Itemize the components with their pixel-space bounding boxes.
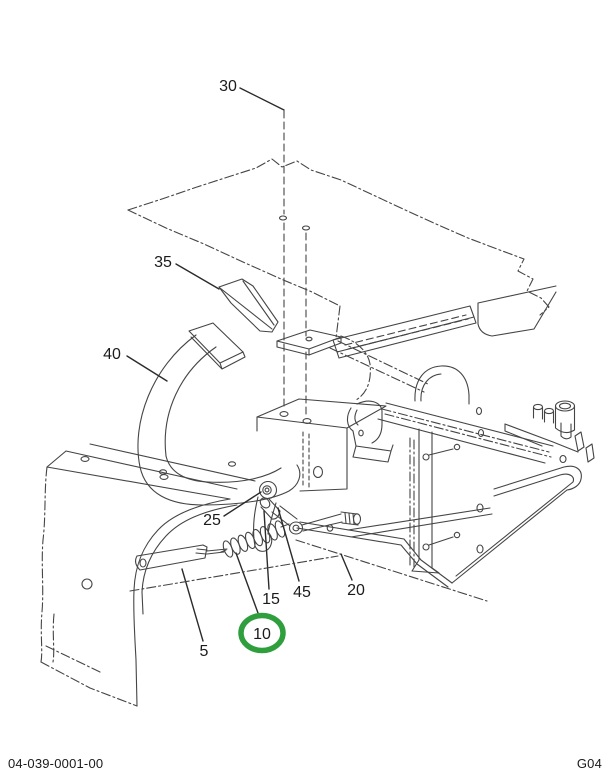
- highlight-ring: [238, 612, 286, 654]
- wedge-part-35: [175, 263, 279, 333]
- support-bracket: [256, 398, 387, 492]
- pedestal-studs: [504, 400, 595, 463]
- floor-panel: [127, 158, 557, 359]
- pin-clevis-rod: [223, 491, 362, 590]
- page-code: G04: [576, 756, 602, 771]
- j-clip-bracket: [346, 400, 394, 463]
- figure-number: 04-039-0001-00: [8, 756, 104, 771]
- callout-labels: 30 35 40 25 15 45 20 5 10: [103, 78, 365, 660]
- callout-35: 35: [154, 254, 172, 271]
- rod-20-centerlines: [129, 539, 488, 602]
- right-panel: [296, 406, 582, 588]
- callout-20: 20: [347, 582, 365, 599]
- callout-10: 10: [253, 626, 271, 643]
- callout-25: 25: [203, 512, 221, 529]
- callout-15: 15: [262, 591, 280, 608]
- frame-rail: [377, 365, 554, 464]
- pedal-part-40: [126, 322, 301, 552]
- cowl-panel: [40, 443, 256, 707]
- callout-40: 40: [103, 346, 121, 363]
- callout-5: 5: [200, 643, 209, 660]
- vertical-plate: [409, 428, 461, 574]
- callout-45: 45: [293, 584, 311, 601]
- strip-part-5: [134, 544, 228, 642]
- callout-30: 30: [219, 78, 237, 95]
- bolt-30-axis: [239, 87, 431, 424]
- spring-part-10: [220, 520, 290, 614]
